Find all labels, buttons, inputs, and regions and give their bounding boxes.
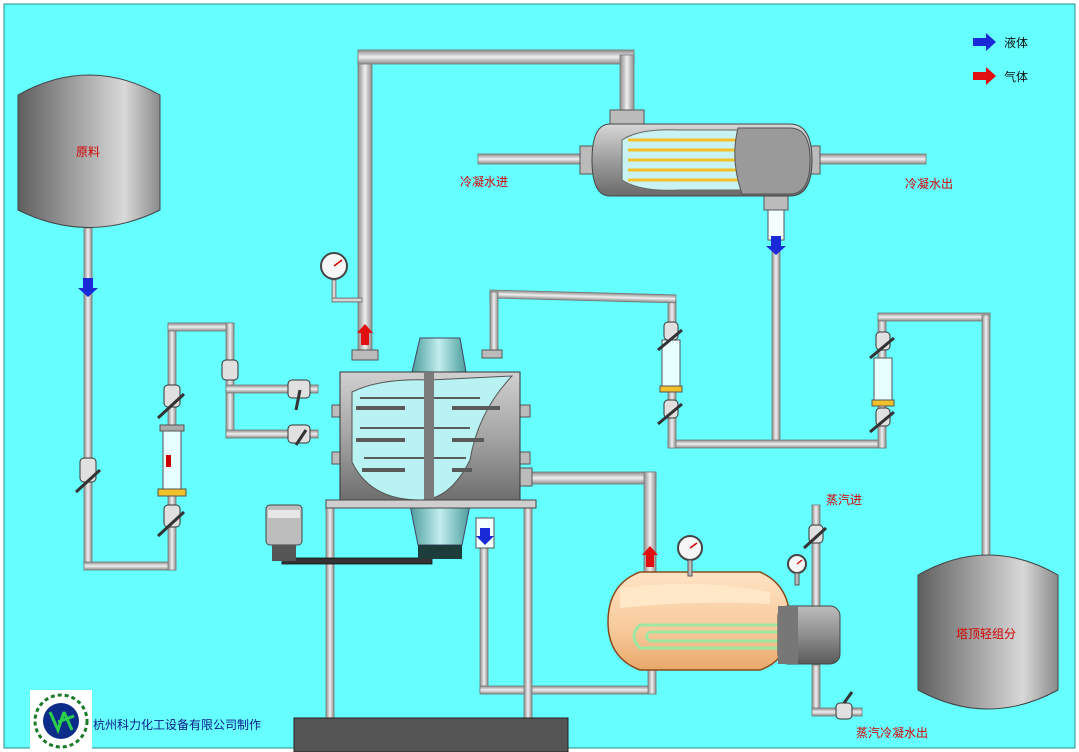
valve-icon xyxy=(657,321,683,352)
valve-icon xyxy=(74,457,102,494)
condenser xyxy=(579,109,821,241)
reboiler-vapor-arrow xyxy=(642,546,658,567)
reboiler-gauge-icon xyxy=(677,535,703,577)
valve-icon xyxy=(287,379,311,411)
valve-icon xyxy=(835,691,854,720)
raw-material-label: 原料 xyxy=(76,145,100,159)
valve-icon xyxy=(156,504,186,538)
top-product-label: 塔顶轻组分 xyxy=(956,627,1016,641)
valve-icon xyxy=(221,359,239,381)
feed-liquid-arrow xyxy=(78,278,98,297)
valve-icon xyxy=(869,407,895,434)
equipment-base xyxy=(293,717,569,752)
valve-icon xyxy=(802,524,828,550)
legend: 液体 气体 xyxy=(973,33,1028,85)
distillation-column xyxy=(325,337,537,559)
feed-rotameter xyxy=(157,424,187,497)
arrow-right-icon xyxy=(973,33,996,51)
legend-item-liquid: 液体 xyxy=(973,33,1028,51)
cooling-water-in-label: 冷凝水进 xyxy=(460,174,508,189)
motor-box xyxy=(265,504,303,561)
valve-icon xyxy=(156,384,186,420)
legend-item-gas: 气体 xyxy=(973,67,1028,85)
valve-icon xyxy=(287,424,311,446)
valves xyxy=(74,321,895,720)
reboiler xyxy=(607,571,841,671)
company-logo xyxy=(30,690,92,752)
top-product-tank: 塔顶轻组分 xyxy=(917,554,1059,710)
product-rotameter xyxy=(871,357,895,407)
legend-gas-label: 气体 xyxy=(1004,69,1028,84)
steam-condensate-out-label: 蒸汽冷凝水出 xyxy=(856,725,928,740)
valve-icon xyxy=(657,399,683,426)
legend-liquid-label: 液体 xyxy=(1004,35,1028,50)
valve-icon xyxy=(869,331,895,360)
company-name: 杭州科力化工设备有限公司制作 xyxy=(93,717,261,732)
cooling-water-out-label: 冷凝水出 xyxy=(905,176,953,191)
condensate-liquid-arrow xyxy=(766,236,786,255)
steam-in-label: 蒸汽进 xyxy=(826,492,862,507)
reflux-rotameter xyxy=(659,339,683,393)
bottom-sight-glass xyxy=(475,517,495,549)
raw-material-tank: 原料 xyxy=(17,74,161,228)
pressure-gauge-icon xyxy=(320,252,348,280)
steam-gauge-icon xyxy=(787,554,807,586)
vapor-up-arrow xyxy=(357,324,373,345)
arrow-right-icon xyxy=(973,67,996,85)
